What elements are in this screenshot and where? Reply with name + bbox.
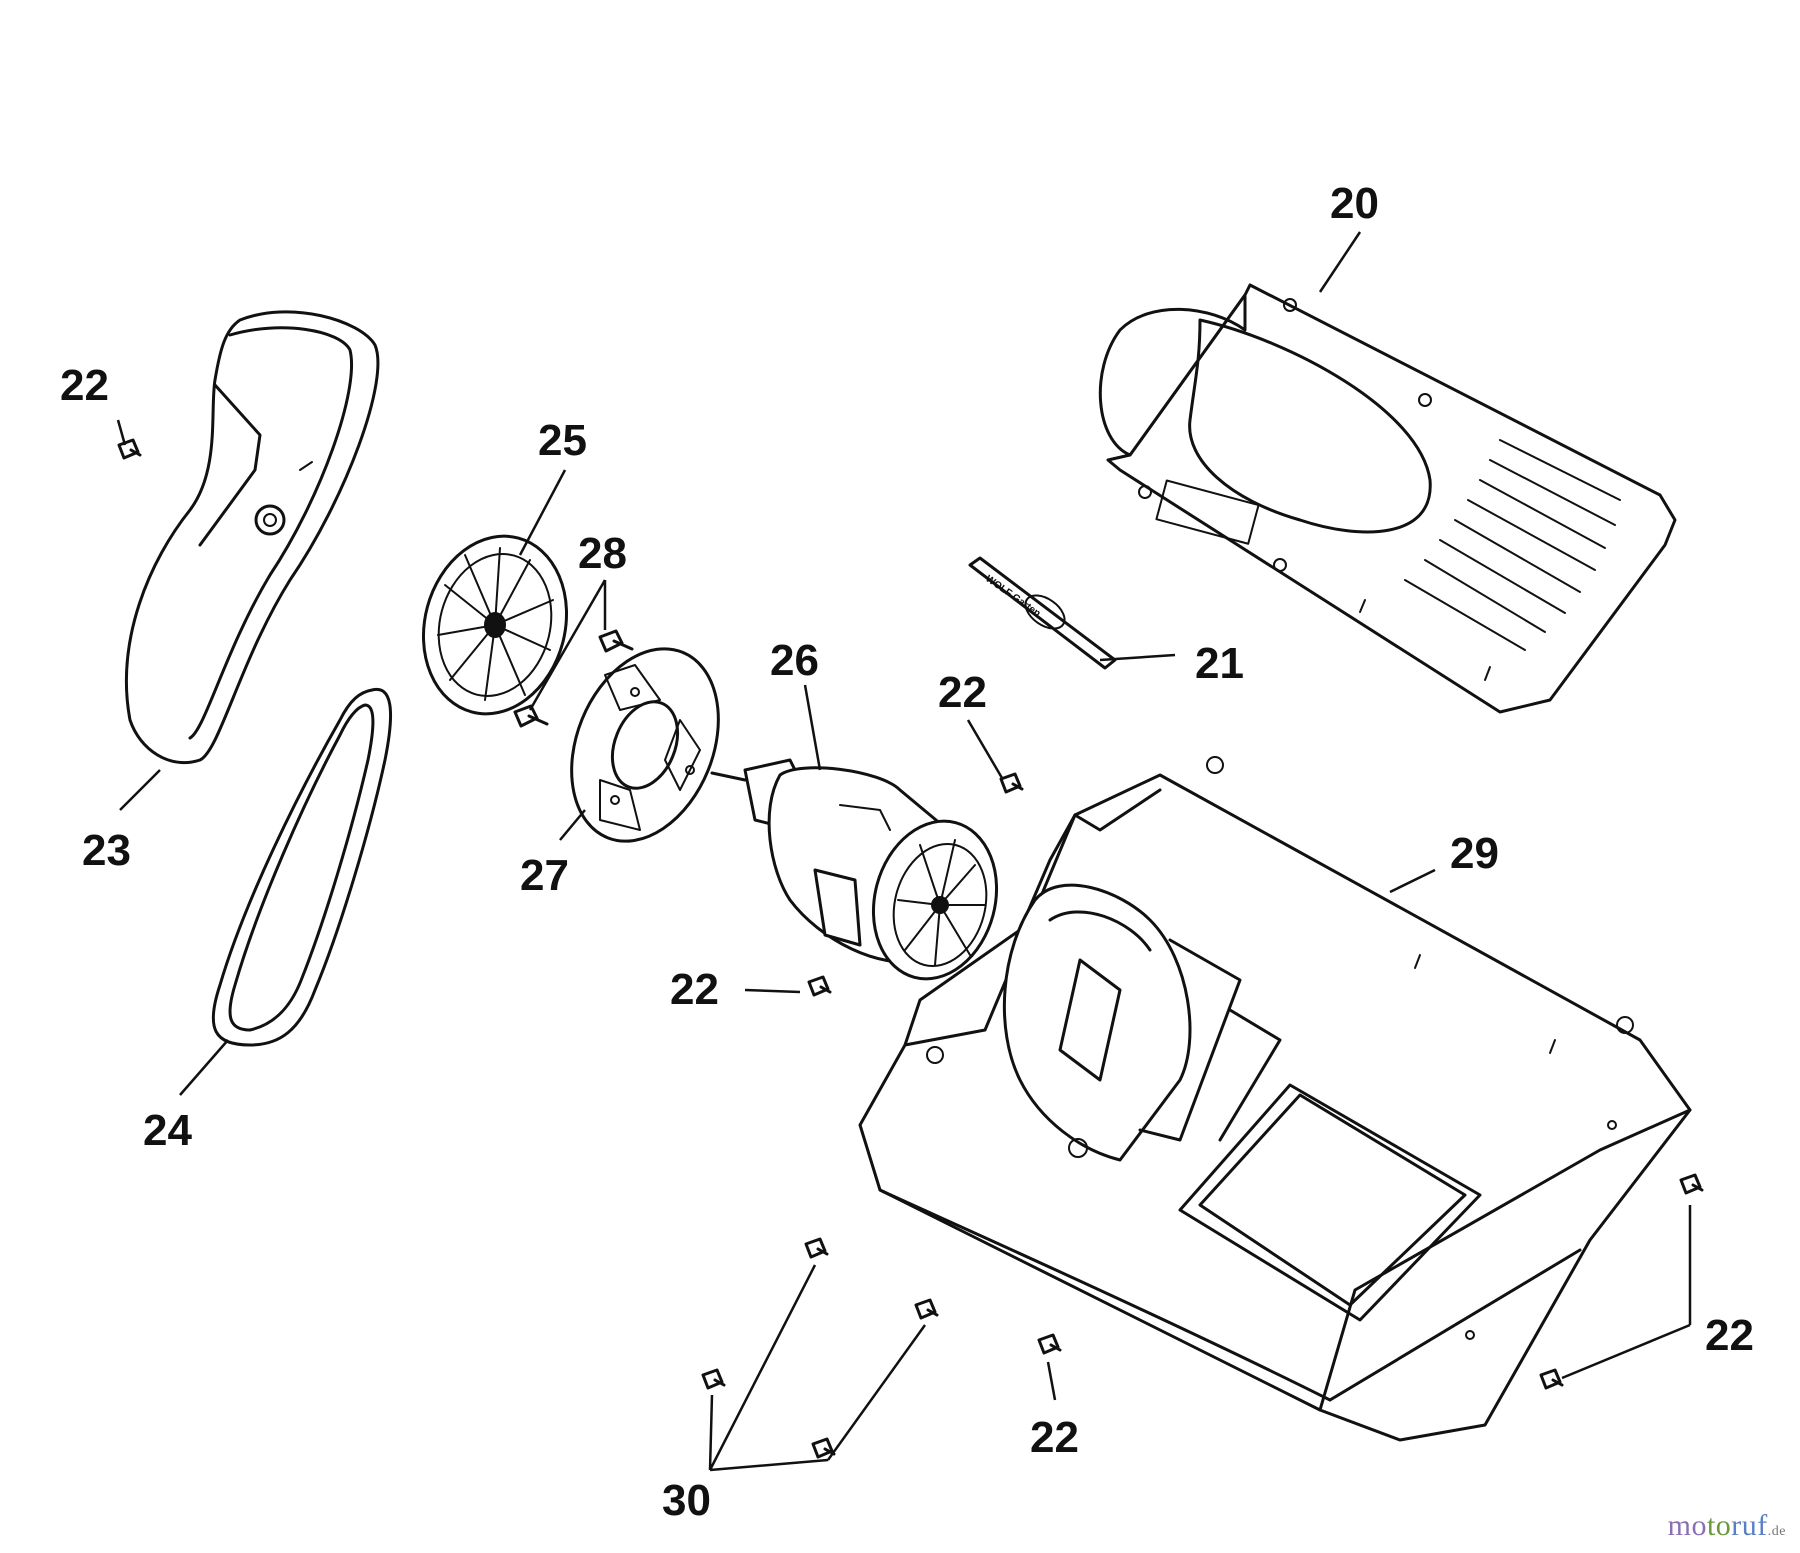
leader-29 <box>1389 868 1436 894</box>
label-28: 28 <box>578 529 627 578</box>
label-25: 25 <box>538 416 587 465</box>
label-27: 27 <box>520 851 569 900</box>
label-22b: 22 <box>938 668 987 717</box>
part-23-belt-cover <box>125 310 380 765</box>
leader-22c <box>744 988 801 994</box>
leader-28 <box>528 579 607 711</box>
leader-22d <box>1046 1361 1057 1401</box>
leader-26 <box>803 684 822 771</box>
part-26-motor <box>710 758 999 981</box>
leader-21 <box>1099 653 1176 662</box>
label-22d: 22 <box>1030 1413 1079 1462</box>
watermark: motoruf.de <box>1668 1509 1786 1543</box>
label-20: 20 <box>1330 179 1379 228</box>
part-30-screws <box>701 1237 939 1459</box>
leader-25 <box>518 469 567 556</box>
label-22a: 22 <box>60 361 109 410</box>
label-21: 21 <box>1195 639 1244 688</box>
label-29: 29 <box>1450 829 1499 878</box>
leader-23 <box>119 769 161 811</box>
part-25-fan-wheel <box>421 534 569 716</box>
leader-30 <box>708 1264 927 1472</box>
leader-22b <box>966 719 1004 779</box>
part-22-screws <box>117 438 1704 1390</box>
leader-20 <box>1318 231 1362 293</box>
label-22e: 22 <box>1705 1311 1754 1360</box>
label-26: 26 <box>770 636 819 685</box>
watermark-part3: ruf <box>1731 1509 1768 1542</box>
label-24: 24 <box>143 1106 192 1155</box>
label-23: 23 <box>82 826 131 875</box>
part-27-fan-cover-plate <box>570 647 720 843</box>
part-21-decal: WOLF Garten <box>968 556 1117 670</box>
watermark-part2: to <box>1706 1509 1732 1542</box>
leader-22e <box>1561 1205 1692 1380</box>
leader-lines <box>116 231 1692 1472</box>
leader-24 <box>179 1039 229 1096</box>
part-labels: 20 21 22 22 22 22 22 23 24 25 26 27 28 2… <box>60 179 1754 1525</box>
leader-27 <box>559 809 586 841</box>
leader-22a <box>116 419 127 446</box>
label-30: 30 <box>662 1476 711 1525</box>
watermark-part1: mo <box>1667 1509 1707 1542</box>
label-22c: 22 <box>670 965 719 1014</box>
part-28-screws <box>513 629 634 728</box>
part-20-top-cover <box>1098 283 1677 714</box>
watermark-tld: .de <box>1767 1524 1786 1539</box>
part-24-drive-belt <box>211 687 393 1047</box>
part-29-motor-housing <box>858 756 1692 1442</box>
